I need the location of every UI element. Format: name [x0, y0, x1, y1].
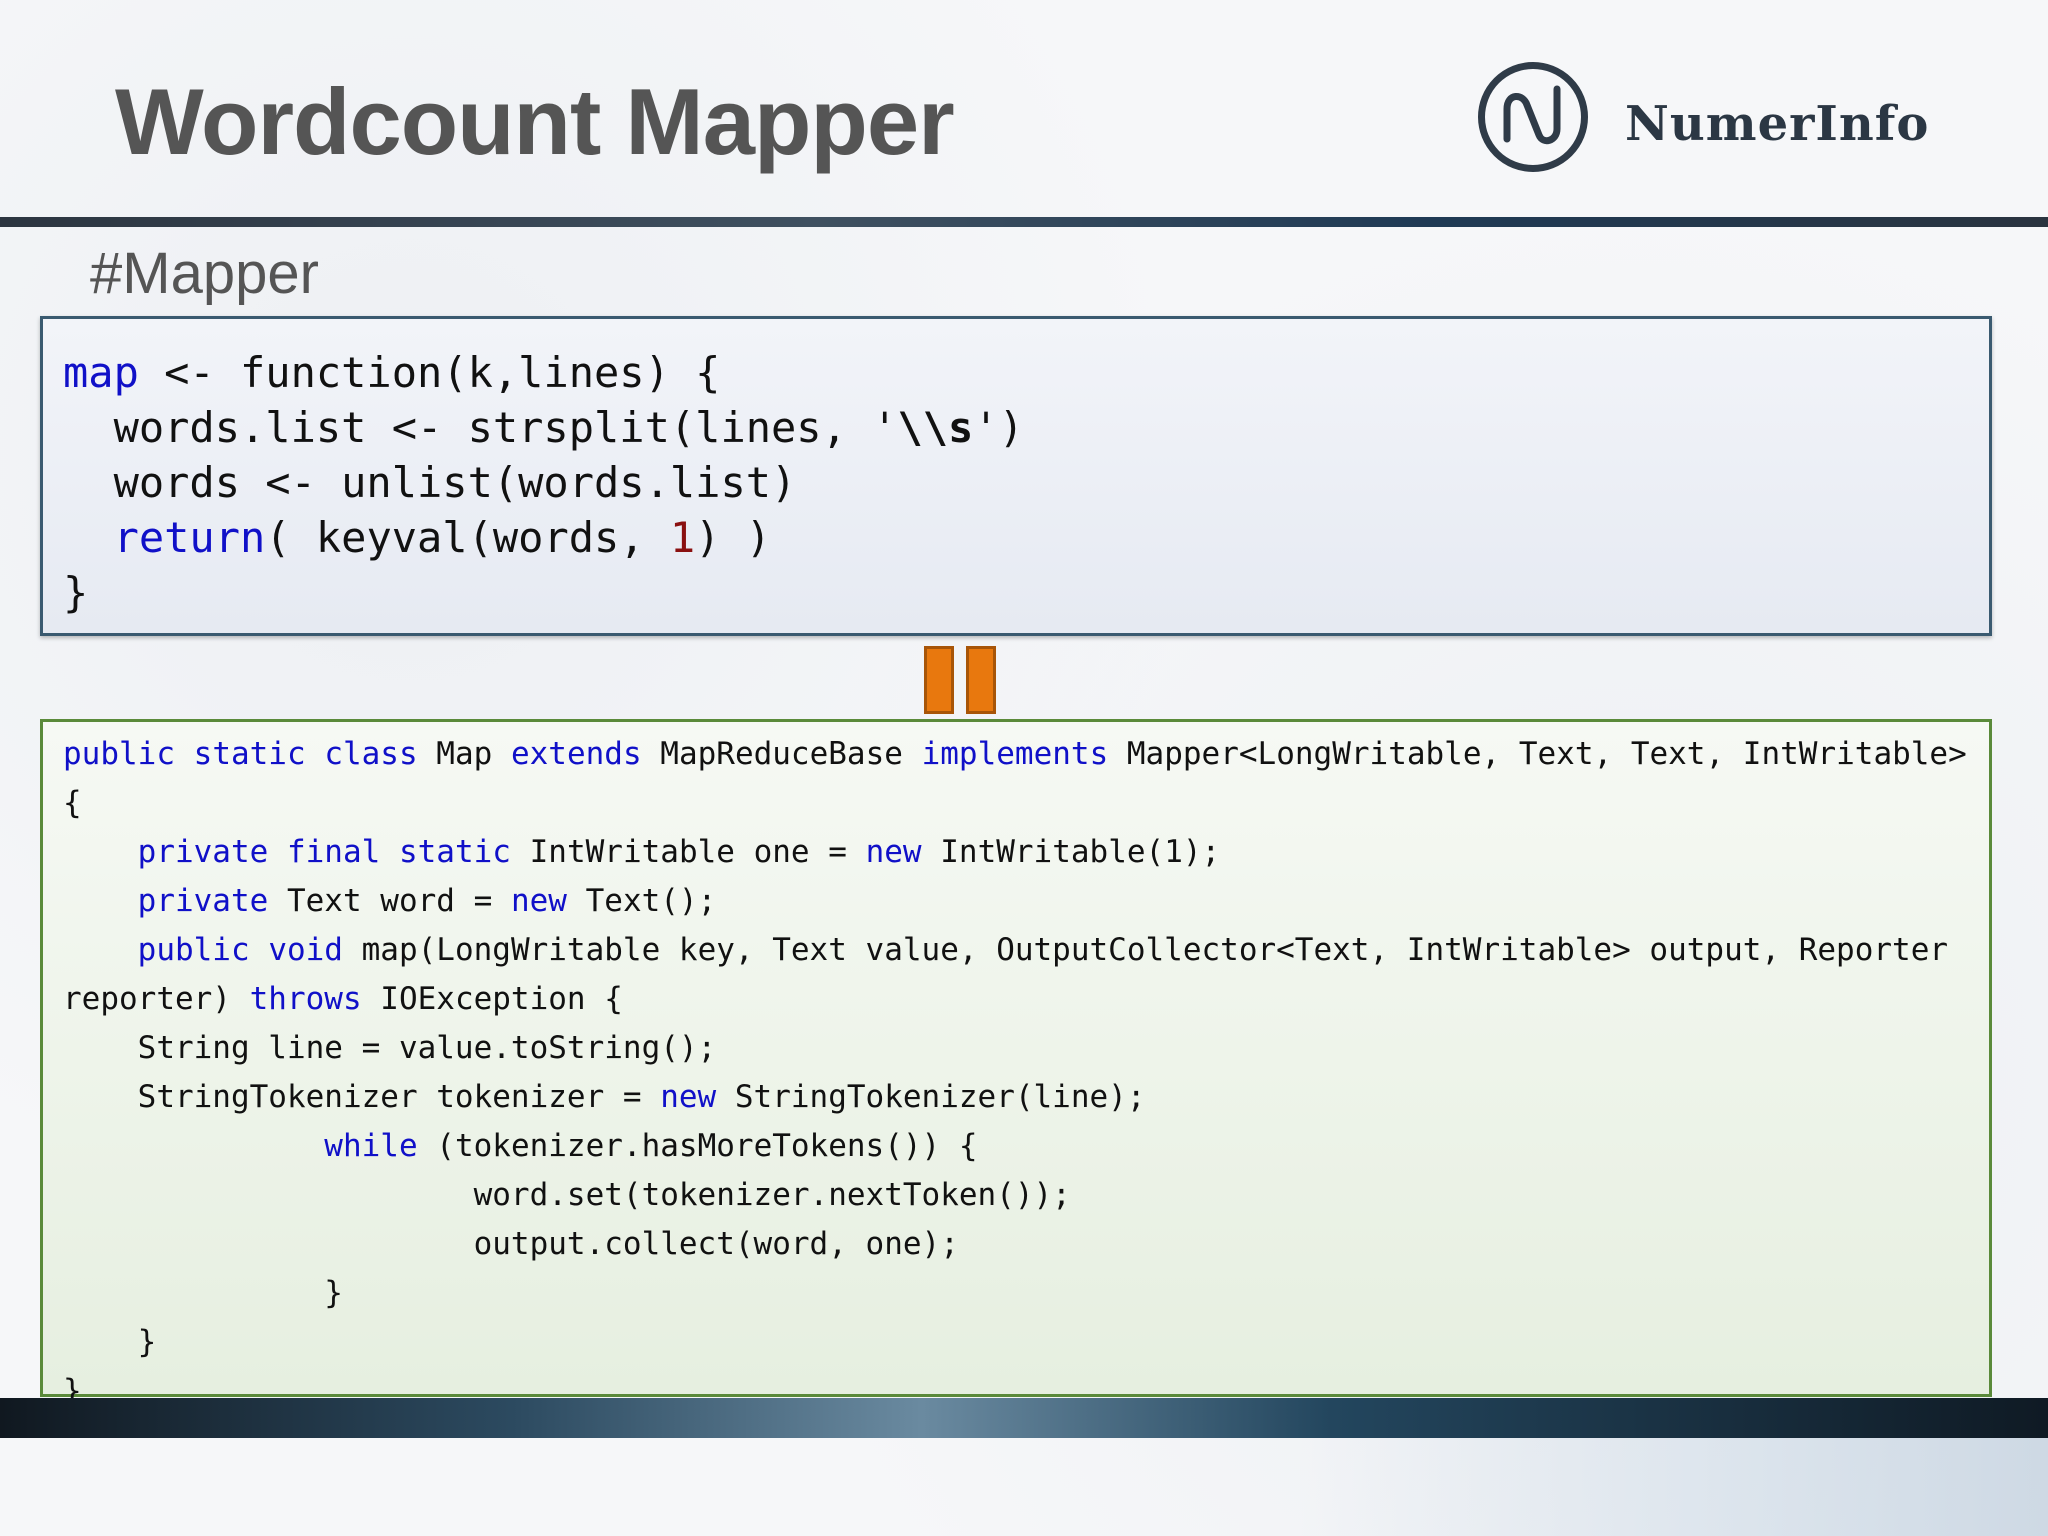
- code-text: Map: [417, 736, 511, 772]
- code-keyword: static: [398, 834, 511, 870]
- code-text: map(LongWritable key, Text value, Output…: [342, 932, 1949, 968]
- code-text: words.list <- strsplit(lines, ': [63, 403, 898, 452]
- java-code-block: public static class Map extends MapReduc…: [63, 730, 1967, 1416]
- code-text: \\s: [897, 403, 974, 452]
- code-keyword: class: [324, 736, 418, 772]
- code-keyword: new: [660, 1079, 717, 1115]
- code-text: StringTokenizer(line);: [716, 1079, 1146, 1115]
- code-text: (tokenizer.hasMoreTokens()) {: [417, 1128, 978, 1164]
- pause-icon: [924, 646, 996, 716]
- code-text: '): [973, 403, 1024, 452]
- code-keyword: private: [137, 883, 269, 919]
- slide-title: Wordcount Mapper: [115, 69, 955, 174]
- code-keyword: new: [865, 834, 922, 870]
- code-keyword: public: [63, 736, 175, 772]
- code-text: MapReduceBase: [641, 736, 922, 772]
- code-text: IntWritable one =: [510, 834, 866, 870]
- code-keyword: implements: [921, 736, 1109, 772]
- code-text: Text();: [566, 883, 717, 919]
- header-divider: [0, 217, 2048, 227]
- code-text: reporter): [63, 981, 250, 1017]
- code-keyword: map: [63, 348, 139, 397]
- code-keyword: throws: [249, 981, 362, 1017]
- code-text: StringTokenizer tokenizer =: [63, 1079, 661, 1115]
- code-keyword: public: [137, 932, 250, 968]
- numerinfo-logo: NumerInfo: [1475, 58, 1928, 188]
- code-keyword: static: [193, 736, 306, 772]
- code-text: }: [63, 568, 89, 617]
- code-text: IOException {: [361, 981, 623, 1017]
- code-text: output.collect(word, one);: [63, 1226, 959, 1262]
- r-code-box: map <- function(k,lines) { words.list <-…: [40, 316, 1992, 636]
- code-text: <- function(k,lines) {: [138, 348, 721, 397]
- code-text: IntWritable(1);: [921, 834, 1221, 870]
- section-subtitle: #Mapper: [90, 241, 319, 306]
- numerinfo-logo-icon: [1478, 62, 1588, 172]
- code-text: String line = value.toString();: [63, 1030, 717, 1066]
- code-text: [63, 513, 114, 562]
- code-text: }: [63, 1275, 343, 1311]
- code-keyword: new: [510, 883, 567, 919]
- logo-text: NumerInfo: [1625, 96, 1930, 152]
- code-number: 1: [669, 513, 696, 562]
- code-keyword: while: [324, 1128, 418, 1164]
- code-text: Mapper<LongWritable, Text, Text, IntWrit…: [1108, 736, 1967, 772]
- code-text: Text word =: [268, 883, 511, 919]
- code-keyword: final: [286, 834, 381, 870]
- code-text: }: [63, 1324, 157, 1360]
- code-keyword: return: [113, 513, 266, 562]
- pause-bar-left: [924, 646, 954, 714]
- footer-band: [0, 1398, 2048, 1438]
- code-keyword: private: [137, 834, 269, 870]
- code-text: {: [63, 785, 82, 821]
- footer-decoration: [1300, 1438, 2048, 1536]
- code-text: ) ): [695, 513, 772, 562]
- code-keyword: extends: [510, 736, 642, 772]
- code-text: ( keyval(words,: [265, 513, 670, 562]
- code-text: word.set(tokenizer.nextToken());: [63, 1177, 1071, 1213]
- pause-bar-right: [966, 646, 996, 714]
- java-code-box: public static class Map extends MapReduc…: [40, 719, 1992, 1409]
- code-keyword: void: [268, 932, 343, 968]
- r-code-block: map <- function(k,lines) { words.list <-…: [63, 345, 1024, 620]
- code-text: words <- unlist(words.list): [63, 458, 797, 507]
